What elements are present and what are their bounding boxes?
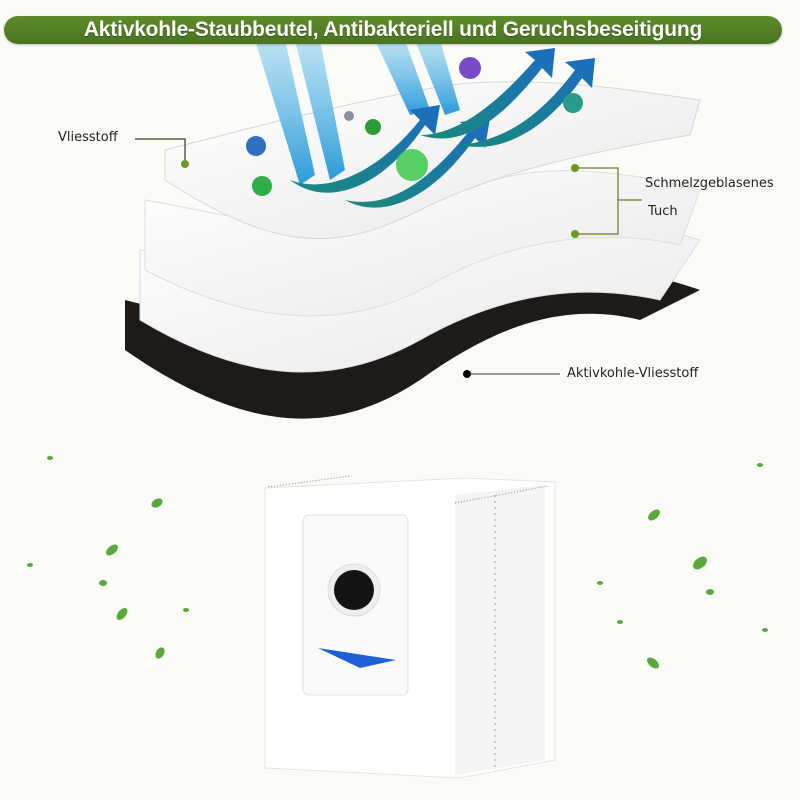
label-meltblown-line2: Tuch bbox=[648, 204, 678, 219]
bag-indicator-icon bbox=[318, 648, 396, 668]
arrow-up-icon bbox=[460, 58, 595, 147]
germ-icon bbox=[365, 119, 381, 135]
banner-title: Aktivkohle-Staubbeutel, Antibakteriell u… bbox=[83, 18, 703, 41]
air-stream-icon bbox=[295, 40, 345, 180]
title-banner: Aktivkohle-Staubbeutel, Antibakteriell u… bbox=[4, 16, 782, 44]
germ-icon bbox=[396, 149, 428, 181]
air-stream-icon bbox=[255, 40, 315, 185]
arrow-up-icon bbox=[420, 48, 555, 139]
carbon-layer bbox=[125, 270, 700, 419]
dust-bag-product bbox=[264, 475, 556, 779]
callout-vliesstoff bbox=[135, 138, 186, 164]
label-vliesstoff: Vliesstoff bbox=[58, 130, 118, 145]
air-stream-icon bbox=[415, 40, 460, 115]
germ-icon bbox=[246, 136, 266, 156]
label-aktivkohle-vliesstoff: Aktivkohle-Vliesstoff bbox=[567, 366, 699, 381]
callout-meltblown bbox=[575, 167, 642, 235]
leaf-icons bbox=[27, 456, 768, 669]
arrow-up-icon bbox=[290, 105, 440, 193]
germ-icon bbox=[459, 57, 481, 79]
germ-icon bbox=[252, 176, 272, 196]
germ-icon bbox=[344, 111, 354, 121]
air-stream-icon bbox=[375, 40, 430, 115]
germ-icon bbox=[563, 93, 583, 113]
label-meltblown-line1: Schmelzgeblasenes bbox=[645, 176, 774, 191]
